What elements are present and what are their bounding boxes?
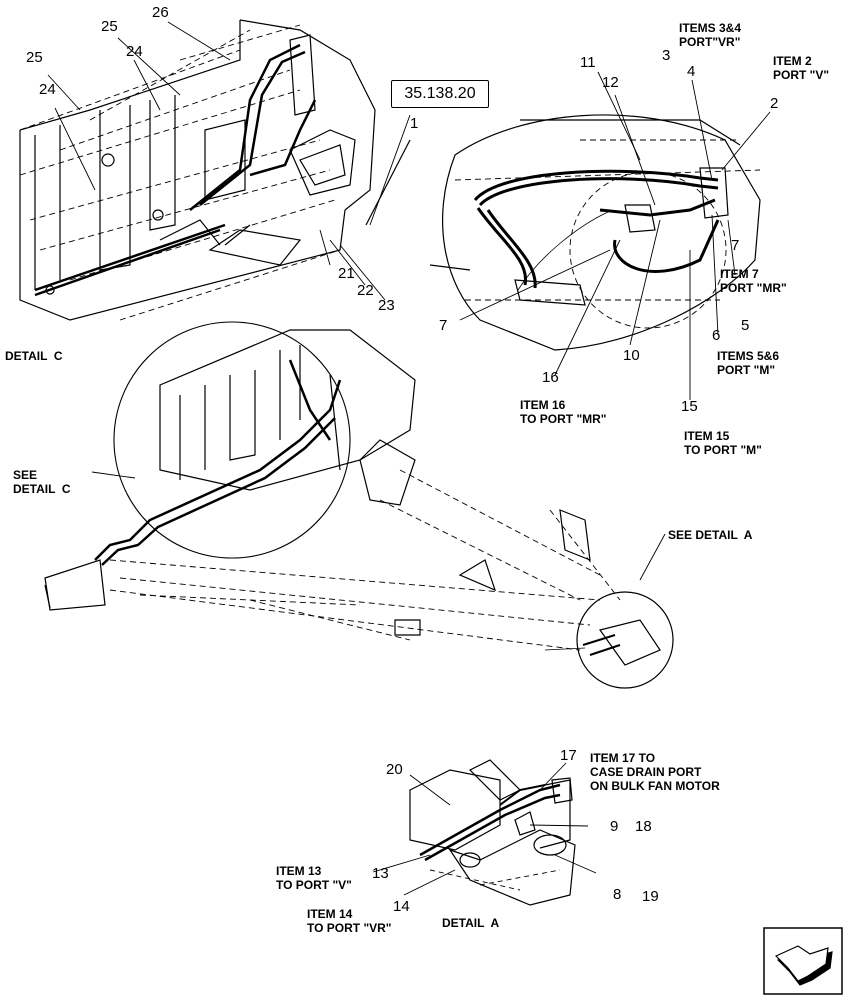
item-number: 22 [357, 282, 374, 299]
item-number: 7 [439, 317, 448, 334]
item-number: 4 [687, 63, 696, 80]
item-number: 6 [712, 327, 721, 344]
callout-item-16: ITEM 16 TO PORT "MR" [520, 398, 607, 426]
detail-c-label: DETAIL C [5, 349, 63, 363]
callout-items-5-6: ITEMS 5&6 PORT "M" [717, 349, 780, 377]
item-number: 18 [635, 818, 652, 835]
item-number: 17 [560, 747, 577, 764]
item-number: 11 [580, 54, 596, 71]
reference-box[interactable]: 35.138.20 [391, 80, 489, 108]
motor-port-detail-drawing [429, 114, 761, 351]
item-number: 15 [681, 398, 698, 415]
see-detail-a-label: SEE DETAIL A [668, 528, 753, 542]
detail-a-label: DETAIL A [442, 916, 500, 930]
item-number: 26 [152, 4, 169, 21]
detail-a-drawing [409, 759, 576, 906]
item-number: 14 [393, 898, 410, 915]
item-number: 12 [602, 74, 619, 91]
callout-item-17: ITEM 17 TO CASE DRAIN PORT ON BULK FAN M… [590, 751, 720, 793]
item-number: 21 [338, 265, 355, 282]
item-number: 2 [770, 95, 779, 112]
item-number: 19 [642, 888, 659, 905]
item-number: 1 [410, 115, 419, 132]
item-number: 25 [101, 18, 118, 35]
callout-item-14: ITEM 14 TO PORT "VR" [307, 907, 392, 935]
item-number: 24 [39, 81, 56, 98]
item-number: 5 [741, 317, 750, 334]
item-number: 24 [126, 43, 143, 60]
see-detail-c-label: SEE DETAIL C [13, 468, 71, 496]
leader-lines [47, 21, 771, 896]
main-assembly-drawing [44, 321, 674, 689]
item-number: 16 [542, 369, 559, 386]
callout-item-2: ITEM 2 PORT "V" [773, 54, 830, 82]
item-number: 23 [378, 297, 395, 314]
item-number: 3 [662, 47, 671, 64]
item-number: 13 [372, 865, 389, 882]
item-number: 8 [613, 886, 622, 903]
item-number: 9 [610, 818, 619, 835]
next-page-arrow-icon[interactable] [763, 927, 843, 995]
callout-item-7: ITEM 7 PORT "MR" [720, 267, 787, 295]
item-number: 25 [26, 49, 43, 66]
item-number: 10 [623, 347, 640, 364]
item-number: 20 [386, 761, 403, 778]
callout-item-15: ITEM 15 TO PORT "M" [684, 429, 762, 457]
item-number: 7 [731, 237, 740, 254]
callout-item-13: ITEM 13 TO PORT "V" [276, 864, 352, 892]
callout-items-3-4: ITEMS 3&4 PORT"VR" [679, 21, 742, 49]
detail-c-frame-drawing [19, 19, 411, 321]
